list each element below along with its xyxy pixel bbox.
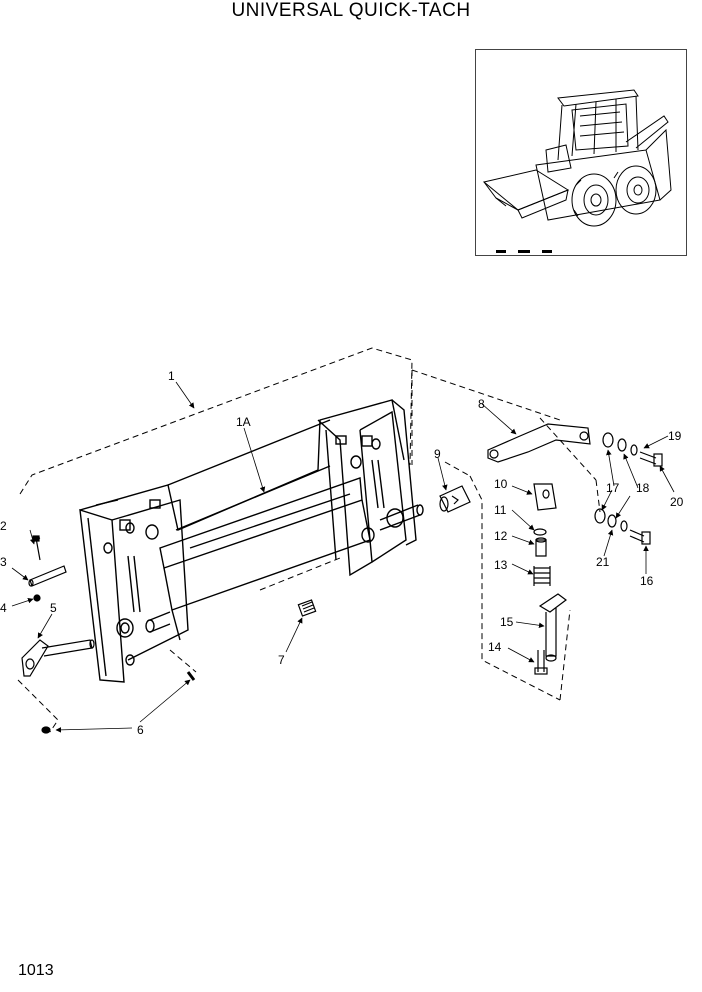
callout-19: 19 bbox=[668, 429, 682, 443]
skid-steer-loader-icon bbox=[482, 89, 672, 253]
callout-21: 21 bbox=[596, 555, 610, 569]
callout-3: 3 bbox=[0, 555, 7, 569]
callout-13: 13 bbox=[494, 558, 508, 572]
callout-6: 6 bbox=[137, 723, 144, 737]
callout-9: 9 bbox=[434, 447, 441, 461]
quick-tach-frame bbox=[79, 399, 424, 683]
callout-12: 12 bbox=[494, 529, 508, 543]
assembly-boundary-dashed bbox=[17, 347, 601, 733]
callout-labels: 1 1A 2 3 4 5 6 7 8 9 10 11 12 13 14 15 1… bbox=[0, 369, 684, 737]
callout-8: 8 bbox=[478, 397, 485, 411]
page-title: UNIVERSAL QUICK-TACH bbox=[231, 0, 471, 21]
callout-4: 4 bbox=[0, 601, 7, 615]
leader-lines bbox=[11, 381, 675, 733]
callout-1a: 1A bbox=[236, 415, 251, 429]
callout-7: 7 bbox=[278, 653, 285, 667]
small-parts bbox=[21, 423, 663, 734]
callout-17: 17 bbox=[606, 481, 620, 495]
callout-18: 18 bbox=[636, 481, 650, 495]
machine-thumbnail bbox=[475, 49, 687, 256]
callout-16: 16 bbox=[640, 574, 654, 588]
page-number: 1013 bbox=[18, 962, 54, 979]
callout-5: 5 bbox=[50, 601, 57, 615]
callout-15: 15 bbox=[500, 615, 514, 629]
callout-10: 10 bbox=[494, 477, 508, 491]
callout-20: 20 bbox=[670, 495, 684, 509]
callout-1: 1 bbox=[168, 369, 175, 383]
callout-2: 2 bbox=[0, 519, 7, 533]
callout-14: 14 bbox=[488, 640, 502, 654]
callout-11: 11 bbox=[494, 503, 507, 517]
